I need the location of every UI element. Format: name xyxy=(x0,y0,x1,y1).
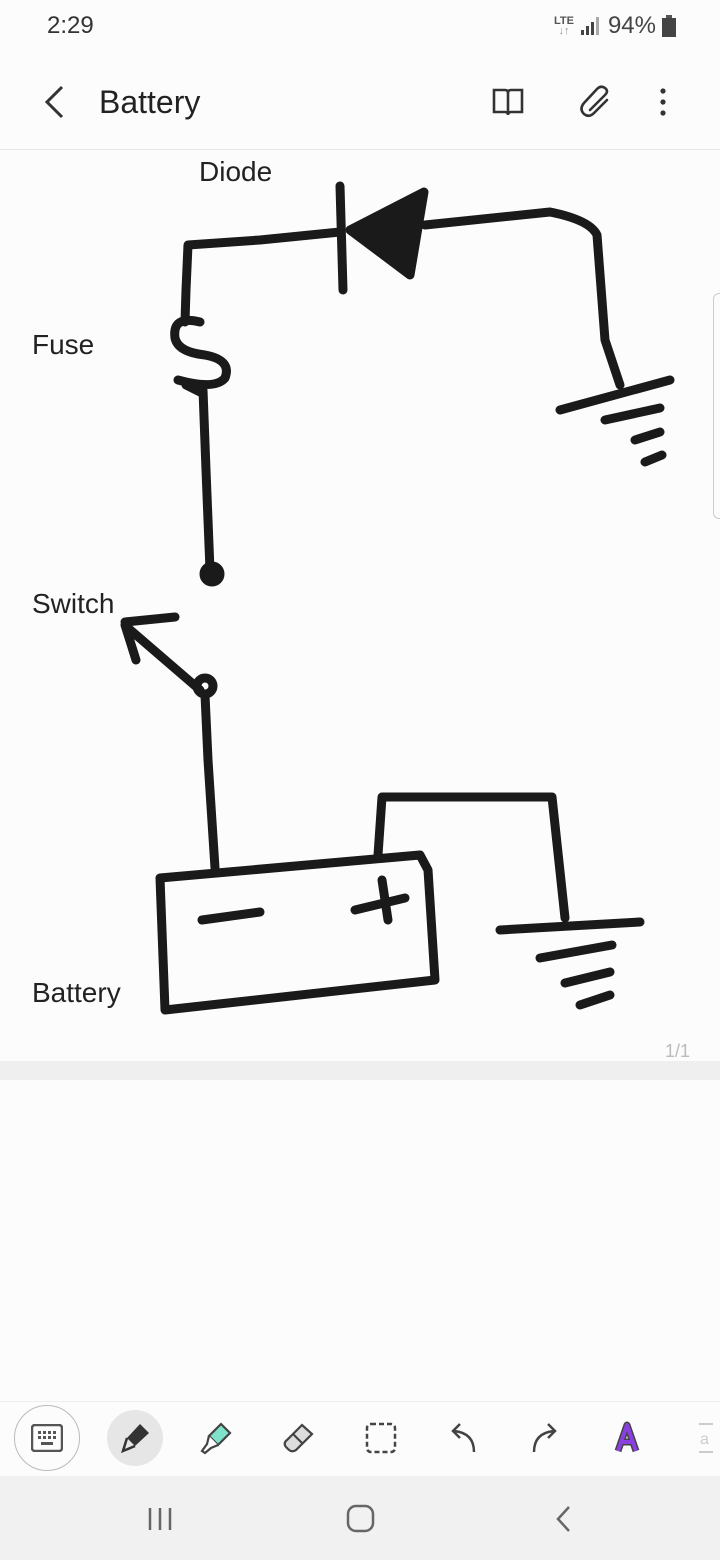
book-view-icon[interactable] xyxy=(488,82,528,122)
drawing-canvas[interactable] xyxy=(0,0,720,1060)
switch-contact xyxy=(199,561,225,587)
svg-text:a: a xyxy=(700,1431,709,1448)
redo-button[interactable] xyxy=(515,1408,575,1468)
label-fuse: Fuse xyxy=(32,329,95,360)
switch-arm xyxy=(120,612,205,695)
status-time: 2:29 xyxy=(47,12,94,39)
selection-tool-button[interactable] xyxy=(351,1408,411,1468)
battery-plus xyxy=(350,875,410,925)
battery-minus xyxy=(197,907,265,925)
undo-button[interactable] xyxy=(433,1408,493,1468)
home-icon[interactable] xyxy=(340,1504,380,1534)
battery-body xyxy=(155,850,440,1015)
signal-icon xyxy=(580,17,599,35)
wire-top-left xyxy=(180,227,345,575)
status-bar: 2:29 LTE↓↑ 94% xyxy=(0,0,720,56)
battery-percent: 94% xyxy=(607,12,656,39)
eraser-icon xyxy=(283,1423,314,1453)
diode-bar xyxy=(335,181,348,295)
keyboard-button[interactable] xyxy=(14,1405,80,1471)
text-style-icon xyxy=(614,1421,640,1453)
battery-icon xyxy=(662,15,676,37)
eraser-tool-button[interactable] xyxy=(268,1408,328,1468)
ground-top xyxy=(555,375,675,467)
ground-bottom xyxy=(495,917,645,1010)
lte-icon: LTE↓↑ xyxy=(553,15,574,37)
keyboard-icon xyxy=(31,1424,63,1452)
label-diode: Diode xyxy=(199,156,273,187)
drawing-toolbar: a xyxy=(0,1401,720,1475)
more-tools-icon: a xyxy=(699,1423,713,1453)
redo-icon xyxy=(532,1423,557,1453)
recent-apps-icon[interactable] xyxy=(140,1504,180,1534)
pen-tool-button[interactable] xyxy=(107,1410,163,1466)
undo-icon xyxy=(451,1423,476,1453)
system-nav-bar xyxy=(0,1476,720,1560)
fuse-symbol xyxy=(170,315,231,397)
network-label: LTE xyxy=(553,15,574,27)
label-switch: Switch xyxy=(32,588,115,619)
wire-top-right xyxy=(420,207,625,390)
scrollbar-handle[interactable] xyxy=(713,293,720,519)
more-tools-button[interactable]: a xyxy=(690,1408,720,1468)
diode-triangle xyxy=(345,187,429,280)
page-indicator: 1/1 xyxy=(664,1041,690,1061)
more-options-icon[interactable] xyxy=(643,82,683,122)
selection-icon xyxy=(365,1422,397,1454)
highlighter-icon xyxy=(200,1422,232,1455)
app-header: Battery xyxy=(0,56,720,150)
back-arrow-icon[interactable] xyxy=(40,84,70,120)
label-battery: Battery xyxy=(32,977,121,1008)
pen-icon xyxy=(121,1424,149,1454)
page-title: Battery xyxy=(99,84,201,120)
nav-back-icon[interactable] xyxy=(545,1504,585,1534)
highlighter-tool-button[interactable] xyxy=(186,1408,246,1468)
text-style-button[interactable] xyxy=(597,1408,657,1468)
page-separator xyxy=(0,1061,720,1080)
wire-switch-battery xyxy=(200,690,220,873)
attach-icon[interactable] xyxy=(576,82,616,122)
wire-battery-ground xyxy=(373,792,570,923)
